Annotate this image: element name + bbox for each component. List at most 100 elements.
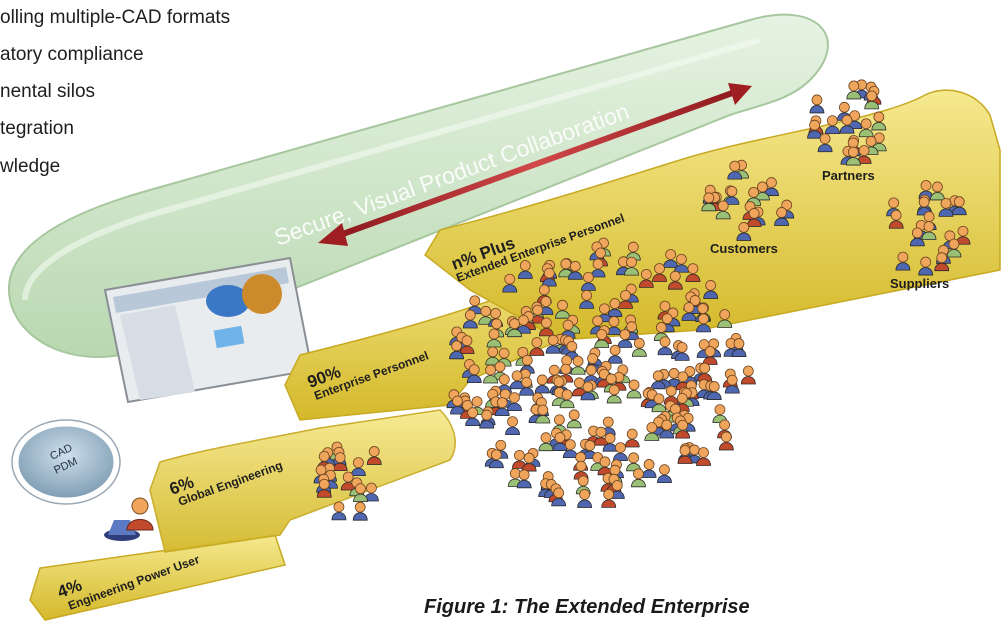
person-icon <box>764 177 779 196</box>
person-icon <box>466 364 482 384</box>
person-icon <box>617 329 633 348</box>
person-icon <box>602 432 618 452</box>
person-icon <box>809 94 825 114</box>
person-icon <box>930 181 945 201</box>
person-icon <box>555 299 570 319</box>
person-icon <box>641 459 657 478</box>
person-icon <box>697 362 713 382</box>
person-icon <box>727 160 743 180</box>
person-icon <box>479 409 495 429</box>
person-icon <box>888 209 904 229</box>
person-icon <box>824 115 840 135</box>
power-user-with-laptop <box>104 497 154 541</box>
person-icon <box>624 256 639 276</box>
collaboration-arrow <box>318 83 752 246</box>
person-icon <box>613 442 628 462</box>
person-icon <box>519 376 535 396</box>
person-icon <box>450 395 465 415</box>
person-icon <box>502 273 518 293</box>
person-icon <box>559 389 575 409</box>
person-icon <box>696 313 711 333</box>
person-icon <box>507 318 522 338</box>
person-icon <box>626 452 641 472</box>
person-icon <box>895 251 911 271</box>
figure-caption: Figure 1: The Extended Enterprise <box>424 596 750 618</box>
person-icon <box>626 379 642 399</box>
person-icon <box>774 207 789 226</box>
person-icon <box>459 335 475 355</box>
person-icon <box>631 468 646 488</box>
person-icon <box>449 340 464 360</box>
person-icon <box>538 432 554 452</box>
person-icon <box>492 361 508 381</box>
person-icon <box>488 449 504 469</box>
person-icon <box>517 260 533 279</box>
person-icon <box>845 146 861 166</box>
person-icon <box>631 337 647 357</box>
person-icon <box>352 501 368 521</box>
person-icon <box>701 192 717 212</box>
person-icon <box>541 267 557 287</box>
person-icon <box>551 487 567 507</box>
person-icon <box>364 482 379 502</box>
person-icon <box>353 483 368 503</box>
cad-pdm-disc <box>11 419 121 505</box>
person-icon <box>535 404 551 424</box>
person-icon <box>486 328 502 348</box>
bullet-compliance: atory compliance <box>0 44 144 65</box>
person-icon <box>934 252 950 272</box>
person-icon <box>507 468 523 487</box>
person-icon <box>657 336 673 356</box>
person-icon <box>921 221 937 240</box>
person-icon <box>566 409 582 429</box>
person-icon <box>712 404 728 423</box>
person-icon <box>703 280 719 299</box>
person-icon <box>652 263 667 282</box>
person-icon <box>580 381 596 401</box>
platform-4 <box>29 534 286 621</box>
person-icon <box>579 289 595 309</box>
person-icon <box>624 428 640 448</box>
person-icon <box>638 268 654 288</box>
person-icon <box>909 227 925 247</box>
person-icon <box>657 464 672 484</box>
person-icon <box>583 364 599 384</box>
person-icon <box>946 238 962 258</box>
person-icon <box>562 439 578 459</box>
person-icon <box>856 145 872 164</box>
bullet-knowledge: wledge <box>0 156 61 177</box>
crowd-customers <box>701 159 795 241</box>
person-icon <box>918 256 934 276</box>
person-icon <box>494 397 510 417</box>
person-icon <box>601 488 617 508</box>
person-icon <box>577 489 593 508</box>
person-icon <box>864 90 880 110</box>
person-icon <box>659 419 675 439</box>
crowd-suppliers <box>886 180 971 276</box>
person-icon <box>681 302 697 321</box>
person-icon <box>731 338 747 357</box>
crowd-partners <box>807 79 887 166</box>
person-icon <box>675 419 691 439</box>
person-icon <box>724 374 740 394</box>
person-icon <box>465 407 481 427</box>
person-icon <box>724 185 740 205</box>
person-icon <box>736 222 752 241</box>
partners-label: Partners <box>822 168 875 183</box>
person-icon <box>740 365 756 385</box>
person-icon <box>717 309 733 328</box>
person-icon <box>350 457 366 477</box>
person-icon <box>650 370 666 390</box>
person-icon <box>607 344 623 364</box>
person-icon <box>545 334 561 354</box>
person-icon <box>496 347 512 367</box>
person-icon <box>916 196 932 216</box>
person-icon <box>581 271 596 291</box>
person-icon <box>316 478 332 498</box>
person-icon <box>667 270 683 290</box>
person-icon <box>846 80 862 100</box>
person-icon <box>746 186 762 206</box>
person-icon <box>570 355 586 375</box>
